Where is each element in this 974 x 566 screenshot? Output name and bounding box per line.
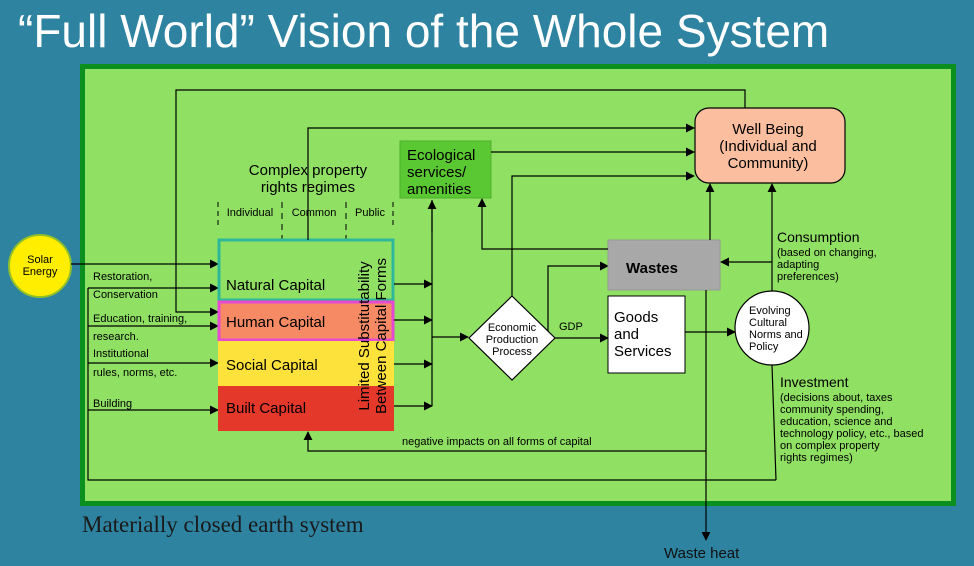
conservation-label: Conservation bbox=[93, 289, 158, 301]
ecological-label-3: amenities bbox=[407, 181, 471, 198]
social-capital-box bbox=[218, 341, 394, 386]
investment-line-1: (decisions about, taxes bbox=[780, 392, 893, 404]
investment-title: Investment bbox=[780, 374, 849, 390]
wellbeing-to-human-loop bbox=[175, 89, 746, 317]
investment-line-4: technology policy, etc., based bbox=[780, 428, 924, 440]
investment-line-6: rights regimes) bbox=[780, 452, 853, 464]
norms-to-investment-line bbox=[771, 364, 777, 481]
norms-label-4: Policy bbox=[749, 341, 779, 353]
wastes-label: Wastes bbox=[626, 260, 678, 277]
slide-title: “Full World” Vision of the Whole System bbox=[18, 5, 830, 57]
goods-services-box bbox=[607, 295, 686, 374]
goods-label-1: Goods bbox=[614, 309, 658, 326]
wastes-to-ecological-arrow bbox=[477, 198, 608, 250]
footer-label: Materially closed earth system bbox=[82, 512, 364, 537]
goods-label-2: and bbox=[614, 326, 639, 343]
goods-label-3: Services bbox=[614, 343, 672, 360]
solar-label-1: Solar bbox=[27, 254, 53, 266]
consumption-line-2: adapting bbox=[777, 259, 819, 271]
consumption-line-3: preferences) bbox=[777, 271, 839, 283]
well-being-box bbox=[694, 107, 846, 184]
norms-label-2: Cultural bbox=[749, 317, 787, 329]
norms-label-3: Norms and bbox=[749, 329, 803, 341]
natural-capital-label: Natural Capital bbox=[226, 277, 325, 294]
natural-to-wellbeing-arrow bbox=[307, 123, 695, 240]
natural-capital-box bbox=[217, 238, 395, 302]
economic-label-2: Production bbox=[486, 334, 539, 346]
ecological-label-1: Ecological bbox=[407, 147, 475, 164]
investment-line-5: on complex property bbox=[780, 440, 880, 452]
consumption-title: Consumption bbox=[777, 229, 860, 245]
production-to-wastes-arrow bbox=[547, 261, 609, 331]
property-col-common: Common bbox=[292, 207, 337, 219]
education-label: Education, training, bbox=[93, 313, 187, 325]
human-capital-box bbox=[217, 300, 395, 342]
rules-label: rules, norms, etc. bbox=[93, 367, 177, 379]
investment-loop-line bbox=[87, 288, 776, 481]
built-capital-label: Built Capital bbox=[226, 400, 306, 417]
well-being-label-3: Community) bbox=[728, 155, 809, 172]
consumption-line-1: (based on changing, bbox=[777, 247, 877, 259]
wastes-box bbox=[607, 239, 721, 291]
investment-line-3: education, science and bbox=[780, 416, 893, 428]
human-capital-label: Human Capital bbox=[226, 314, 325, 331]
economic-label-3: Process bbox=[492, 346, 532, 358]
economic-production-diamond bbox=[468, 295, 556, 381]
property-col-public: Public bbox=[355, 207, 385, 219]
negative-impacts-arrow bbox=[303, 431, 706, 452]
social-capital-label: Social Capital bbox=[226, 357, 318, 374]
solar-energy-node bbox=[8, 234, 72, 298]
ecological-label-2: services/ bbox=[407, 164, 467, 181]
building-label: Building bbox=[93, 398, 132, 410]
norms-label-1: Evolving bbox=[749, 305, 791, 317]
substitution-label-2: Between Capital Forms bbox=[373, 258, 390, 414]
negative-impacts-label: negative impacts on all forms of capital bbox=[402, 436, 592, 448]
gdp-label: GDP bbox=[559, 321, 583, 333]
economic-label-1: Economic bbox=[488, 322, 537, 334]
investment-line-2: community spending, bbox=[780, 404, 884, 416]
ecological-services-box bbox=[399, 140, 492, 199]
institutional-label: Institutional bbox=[93, 348, 149, 360]
production-to-wellbeing-arrow bbox=[511, 171, 695, 296]
solar-label-2: Energy bbox=[23, 266, 58, 278]
built-capital-box bbox=[218, 386, 394, 431]
well-being-label-1: Well Being bbox=[732, 121, 803, 138]
well-being-label-2: (Individual and bbox=[719, 138, 817, 155]
property-col-individual: Individual bbox=[227, 207, 273, 219]
substitution-label-1: Limited Substitutability bbox=[356, 261, 373, 411]
waste-heat-label: Waste heat bbox=[664, 545, 740, 562]
research-label: research. bbox=[93, 331, 139, 343]
restoration-label: Restoration, bbox=[93, 271, 152, 283]
